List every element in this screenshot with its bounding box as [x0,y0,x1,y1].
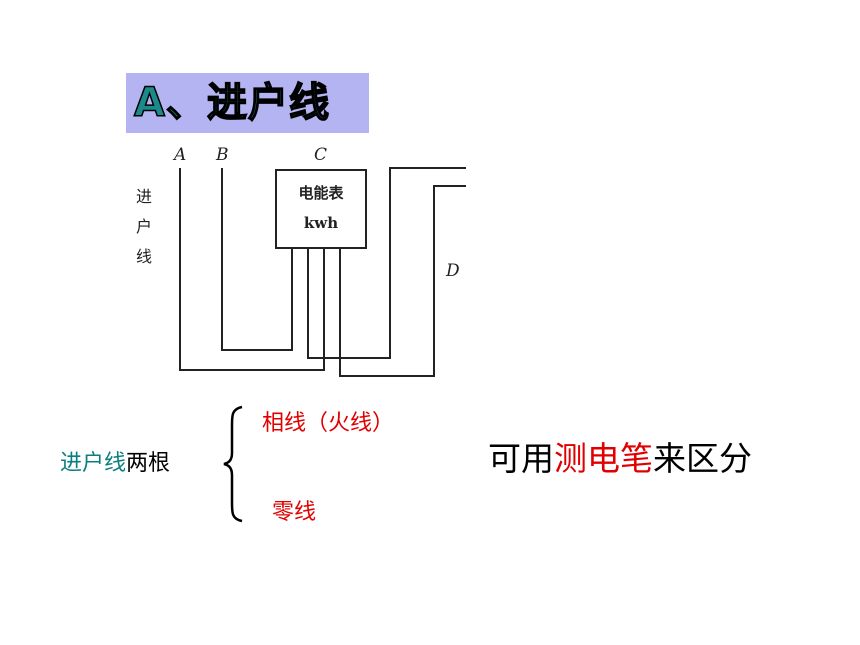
wire-label-c: C [314,145,327,165]
lead-label-count: 两根 [126,451,171,476]
slide-title: A、进户线 [133,79,330,127]
option-neutral-wire: 零线 [272,500,317,525]
curly-brace [223,405,243,523]
side-label-char-3: 线 [136,247,152,266]
option-hot-wire: 相线（火线） [262,411,395,436]
method-tool: 测电笔 [554,439,653,478]
meter-unit: kwh [304,214,338,232]
wire-a [179,168,325,371]
method-prefix: 可用 [488,439,554,478]
wire-label-a: A [172,145,186,165]
wire-b [221,168,293,351]
method-statement: 可用测电笔来区分 [488,432,752,480]
wire-label-b: B [215,145,229,165]
meter-box [275,169,367,249]
title-banner [126,73,369,133]
lead-label-term: 进户线 [60,451,127,476]
wire-meter-out-1 [307,167,466,359]
wire-label-d: D [445,261,460,281]
side-label-char-2: 户 [136,217,152,236]
method-suffix: 来区分 [653,439,752,478]
wiring-diagram: A B C D 电能表 kwh 进 户 线 [136,145,466,377]
meter-label: 电能表 [298,184,344,202]
side-label-char-1: 进 [136,187,152,206]
wire-meter-out-2 [339,185,466,377]
lead-label: 进户线两根 [60,445,170,477]
